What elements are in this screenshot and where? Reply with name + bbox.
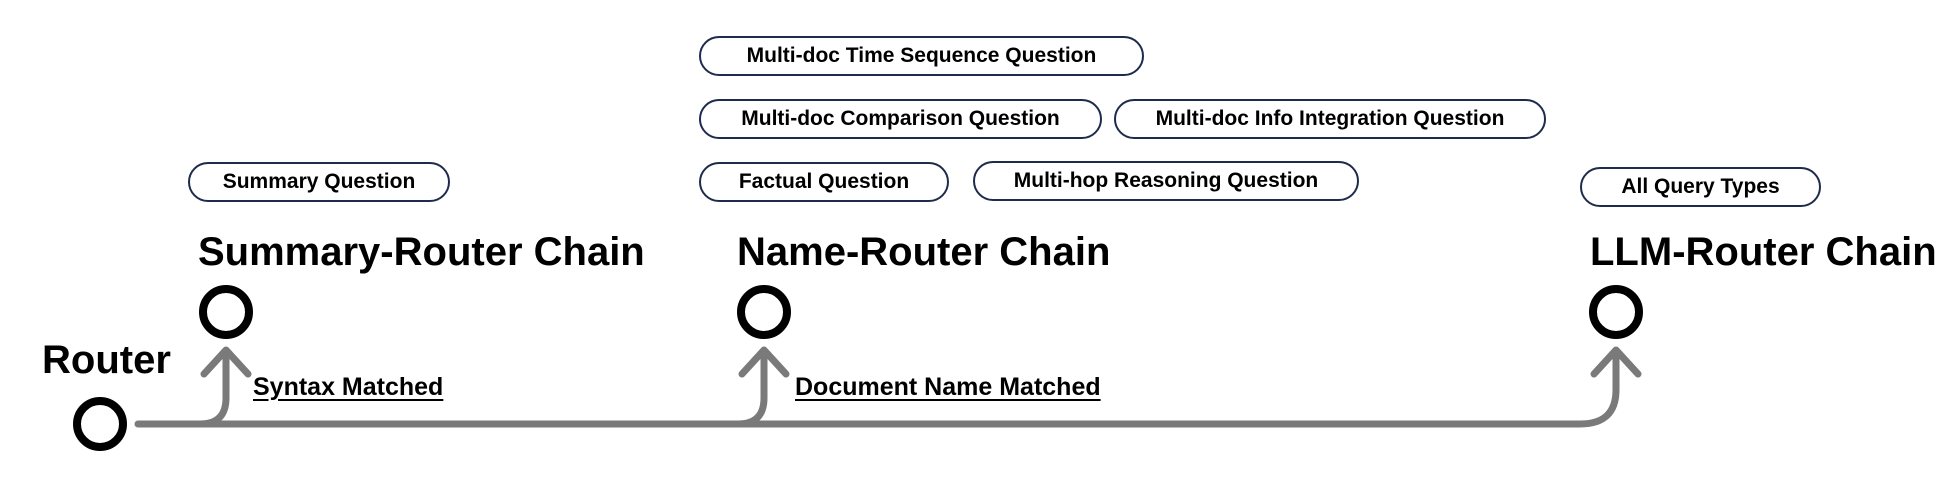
query-type-pill: Multi-hop Reasoning Question bbox=[973, 161, 1359, 201]
query-type-pill: Factual Question bbox=[699, 162, 949, 202]
arrow-head-name bbox=[738, 346, 790, 378]
query-type-pill: Multi-doc Info Integration Question bbox=[1114, 99, 1546, 139]
branch-summary-line bbox=[196, 348, 230, 428]
arrow-head-summary bbox=[200, 346, 252, 378]
main-flow-line bbox=[134, 348, 1620, 428]
llm-chain-title: LLM-Router Chain bbox=[1590, 230, 1937, 274]
query-type-pill: Summary Question bbox=[188, 162, 450, 202]
router-node bbox=[73, 397, 127, 451]
arrow-head-llm bbox=[1590, 346, 1642, 378]
name-chain-title: Name-Router Chain bbox=[737, 230, 1111, 274]
document-name-matched-label: Document Name Matched bbox=[795, 373, 1101, 401]
syntax-matched-label: Syntax Matched bbox=[253, 373, 444, 401]
router-label: Router bbox=[42, 338, 171, 382]
summary-chain-node bbox=[199, 285, 253, 339]
query-type-pill: Multi-doc Comparison Question bbox=[699, 99, 1102, 139]
query-type-pill: All Query Types bbox=[1580, 167, 1821, 207]
name-chain-node bbox=[737, 285, 791, 339]
branch-name-line bbox=[734, 348, 768, 428]
summary-chain-title: Summary-Router Chain bbox=[198, 230, 645, 274]
llm-chain-node bbox=[1589, 285, 1643, 339]
query-type-pill: Multi-doc Time Sequence Question bbox=[699, 36, 1144, 76]
